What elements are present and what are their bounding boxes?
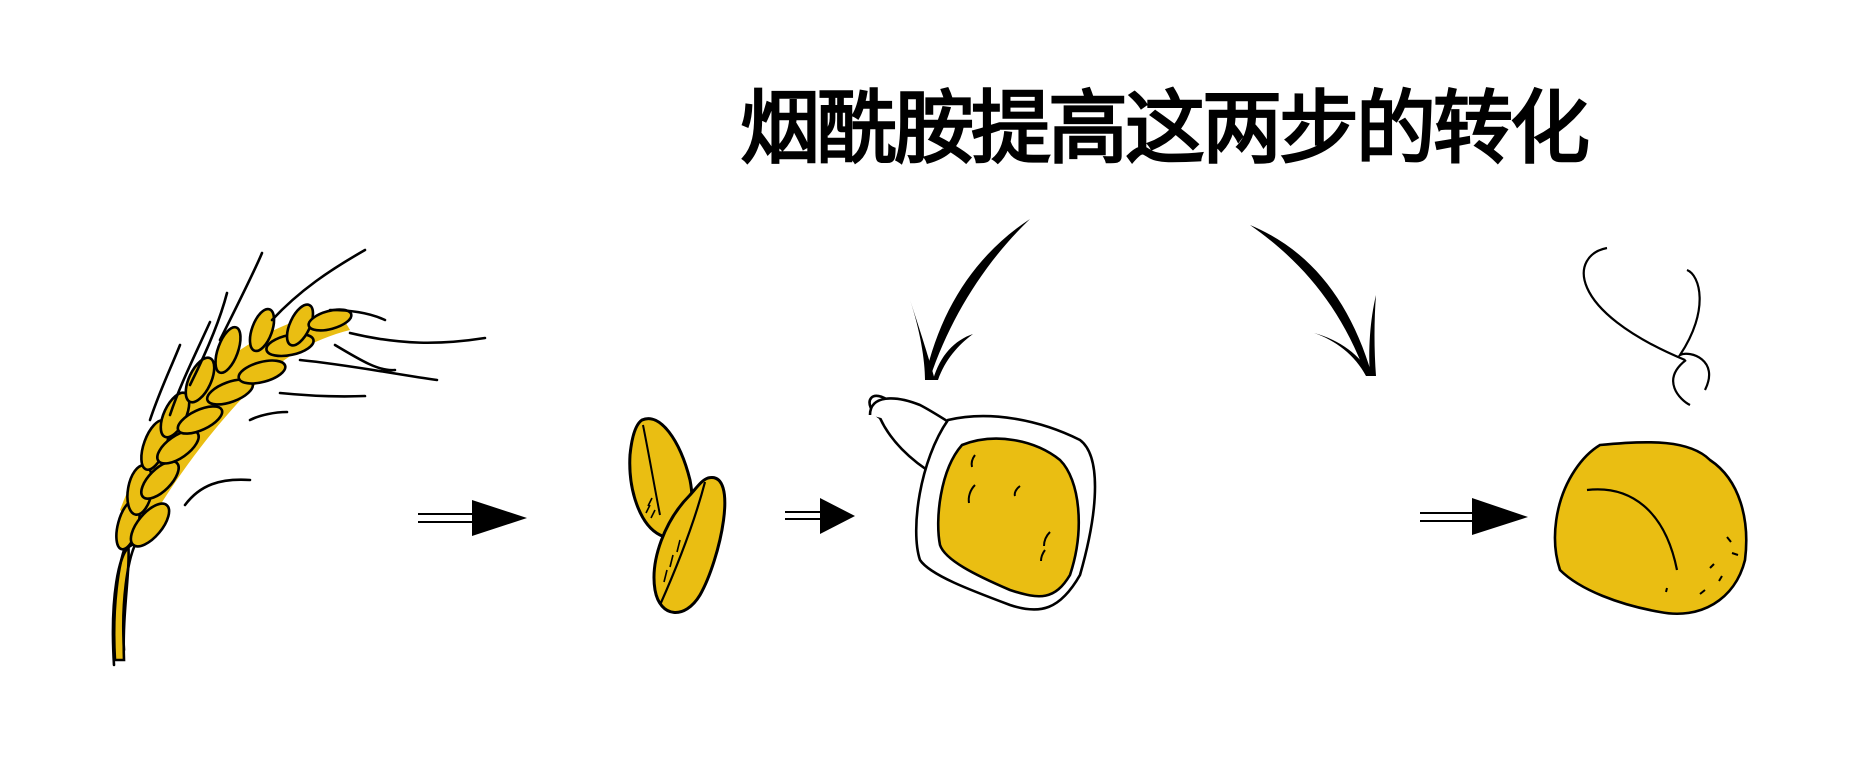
wheat-stalk-icon <box>111 248 487 667</box>
flour-scoop-icon <box>868 394 1097 611</box>
wheat-grains-icon <box>628 417 727 614</box>
flow-arrow-icon <box>1420 498 1528 535</box>
diagram-title: 烟酰胺提高这两步的转化 <box>740 81 1590 175</box>
flow-arrow-icon <box>418 500 527 536</box>
curved-arrow-right-icon <box>1250 225 1376 376</box>
steaming-bread-icon <box>1553 246 1748 616</box>
curved-arrow-left-icon <box>910 219 1030 380</box>
flow-arrow-icon <box>785 498 855 534</box>
